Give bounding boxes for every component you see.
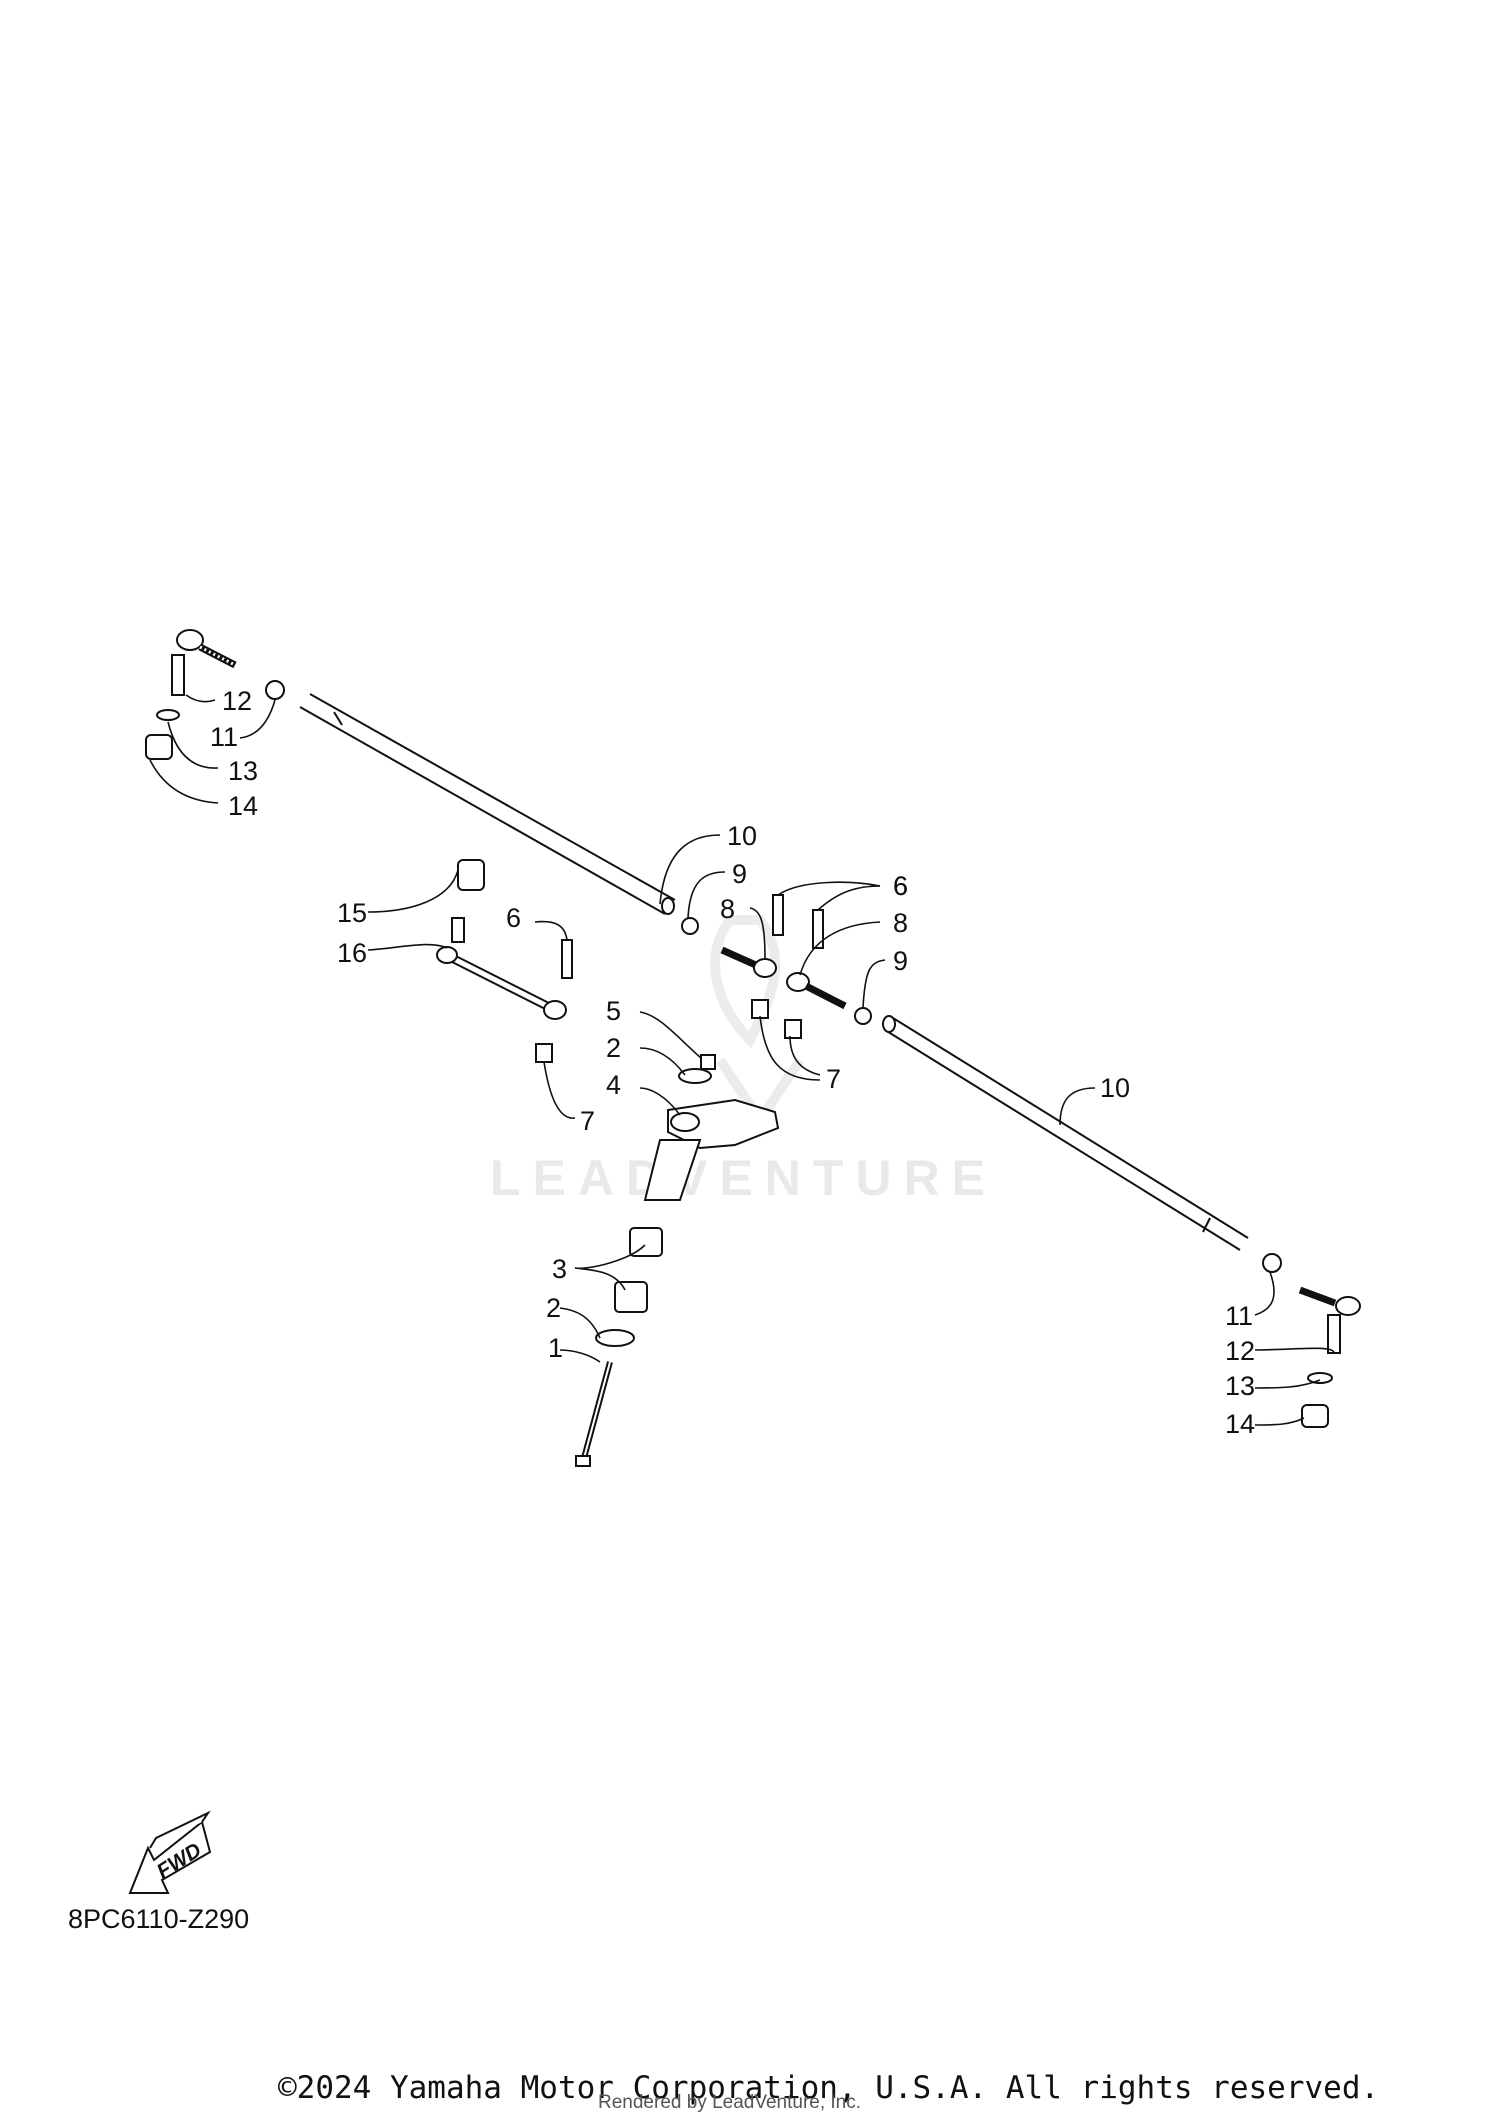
- callout-7-right: 7: [826, 1064, 841, 1094]
- callout-14: 14: [228, 791, 258, 821]
- right-outer-tie-rod-end: [1262, 1253, 1361, 1428]
- callout-10: 10: [727, 821, 757, 851]
- callout-14-right: 14: [1225, 1409, 1255, 1439]
- pitman-arm: [436, 859, 573, 1063]
- callout-6-pitman: 6: [506, 903, 521, 933]
- callout-16: 16: [337, 938, 367, 968]
- callout-10-right: 10: [1100, 1073, 1130, 1103]
- tie-rod-left: [299, 693, 676, 915]
- callout-11: 11: [210, 722, 238, 752]
- callout-3: 3: [552, 1254, 567, 1284]
- callout-6-repeat: 6: [893, 871, 908, 901]
- callout-7-left: 7: [580, 1106, 595, 1136]
- callout-5: 5: [606, 996, 621, 1026]
- steering-bracket-assembly: [575, 1054, 780, 1467]
- callout-12-right: 12: [1225, 1336, 1255, 1366]
- leader-lines: [149, 694, 1335, 1426]
- watermark-text: LEADVENTURE: [490, 1150, 997, 1206]
- watermark: LEADVENTURE: [490, 915, 997, 1206]
- callout-8-right: 8: [893, 908, 908, 938]
- left-outer-tie-rod-end: [145, 629, 285, 760]
- callout-9: 9: [732, 859, 747, 889]
- callout-labels: 12 11 13 14 10 9 8 6 6 8 9 15 16 6 5 2 4…: [210, 686, 1255, 1439]
- callout-2-lower: 2: [546, 1293, 561, 1323]
- callout-13-right: 13: [1225, 1371, 1255, 1401]
- callout-13: 13: [228, 756, 258, 786]
- fwd-arrow-icon: FWD: [128, 1810, 212, 1894]
- callout-4: 4: [606, 1070, 621, 1100]
- callout-6: 6: [893, 871, 908, 901]
- callout-9-right: 9: [893, 946, 908, 976]
- callout-8: 8: [720, 894, 735, 924]
- callout-2: 2: [606, 1033, 621, 1063]
- callout-15: 15: [337, 898, 367, 928]
- callout-1: 1: [548, 1333, 563, 1363]
- rendered-by-credit: Rendered by LeadVenture, Inc.: [598, 2092, 862, 2113]
- copyright-notice: ©2024 Yamaha Motor Corporation, U.S.A. A…: [278, 2070, 1380, 2106]
- callout-11-right: 11: [1225, 1301, 1253, 1331]
- tie-rod-right: [882, 1015, 1249, 1251]
- center-tie-rod-ends: [681, 894, 872, 1039]
- callout-12: 12: [222, 686, 252, 716]
- diagram-code: 8PC6110-Z290: [68, 1904, 250, 1934]
